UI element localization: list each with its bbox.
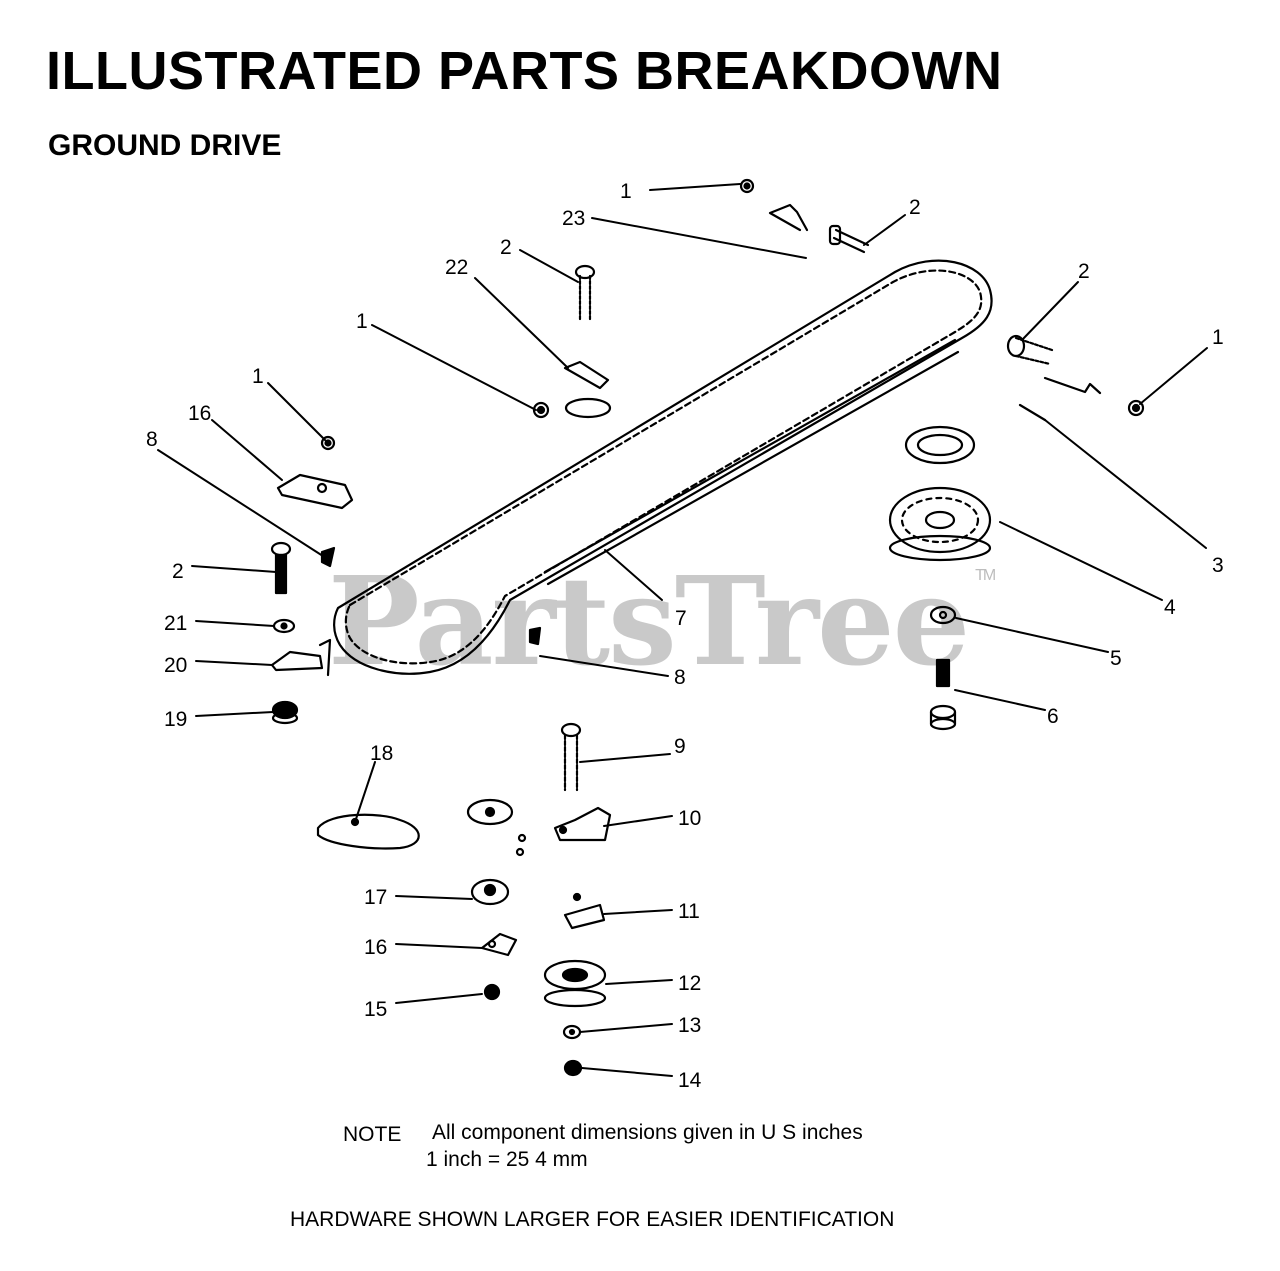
spacer-icon-11 [563,892,606,930]
bracket-icon-23 [768,203,809,232]
callout-17: 17 [364,886,387,909]
callout-1-top: 1 [620,180,632,203]
callout-18: 18 [370,742,393,765]
nut-icon-right [1127,399,1145,417]
washer-icon-13 [562,1024,582,1040]
callout-4: 4 [1164,596,1176,619]
callout-22: 22 [445,256,468,279]
nut-icon-14 [563,1059,583,1077]
callout-19: 19 [164,708,187,731]
clip-icon-8-upper [320,546,336,568]
pulley-icon-12 [543,959,607,1008]
callout-8-lower: 8 [674,666,686,689]
callout-15: 15 [364,998,387,1021]
washer-icon-21 [272,618,296,634]
callout-1-right: 1 [1212,326,1224,349]
spring-icon-6 [935,658,951,688]
footer-caption: HARDWARE SHOWN LARGER FOR EASIER IDENTIF… [290,1208,895,1231]
note-label: NOTE [343,1123,402,1146]
washer-icon-17 [470,878,510,906]
callout-2-left: 2 [172,560,184,583]
cap-icon-19 [271,700,299,725]
bracket-icon-20 [270,638,332,677]
callout-5: 5 [1110,647,1122,670]
callout-2-top: 2 [909,196,921,219]
idler-arm-icon-22 [563,360,612,419]
plate-icon-16-upper [276,473,354,510]
drive-belt [333,259,993,675]
callout-10: 10 [678,807,701,830]
callout-3: 3 [1212,554,1224,577]
washer-icon-center [466,798,527,857]
callout-6: 6 [1047,705,1059,728]
callout-7: 7 [675,607,687,630]
bracket-icon-3 [1018,376,1102,422]
bolt-icon-top [828,224,870,254]
note-text: All component dimensions given in U S in… [432,1121,863,1144]
callout-23: 23 [562,207,585,230]
note-conversion: 1 inch = 25 4 mm [426,1148,588,1171]
plate-icon-16-lower [480,932,518,957]
trademark-mark: TM [975,567,996,584]
arm-icon-10 [553,806,612,842]
nut-icon-15 [483,983,501,1001]
leader-lines [157,183,1208,1077]
nut-icon-top [739,178,755,194]
callout-9: 9 [674,735,686,758]
pulley-icon-4 [888,425,992,562]
plate-icon-18 [316,813,420,850]
callout-14: 14 [678,1069,702,1092]
callout-12: 12 [678,972,701,995]
bolt-icon-22 [574,264,596,322]
callout-20: 20 [164,654,187,677]
nut-icon-left [320,435,336,451]
callout-8-upper: 8 [146,428,158,451]
washer-icon-5 [929,605,957,625]
callout-2-right: 2 [1078,260,1090,283]
callout-21: 21 [164,612,187,635]
callout-1-left: 1 [252,365,264,388]
bolt-icon-left [270,541,292,595]
clip-icon-8-lower [528,626,542,646]
page-title: ILLUSTRATED PARTS BREAKDOWN [46,41,1003,101]
callout-1-mid: 1 [356,310,368,333]
section-subtitle: GROUND DRIVE [48,129,282,162]
callout-2-upper: 2 [500,236,512,259]
callout-16-upper: 16 [188,402,211,425]
bolt-icon-9 [560,722,582,792]
callout-11: 11 [678,900,700,923]
bushing-icon [929,704,957,731]
callout-16-lower: 16 [364,936,387,959]
bolt-icon-right [1006,334,1054,366]
callout-13: 13 [678,1014,701,1037]
